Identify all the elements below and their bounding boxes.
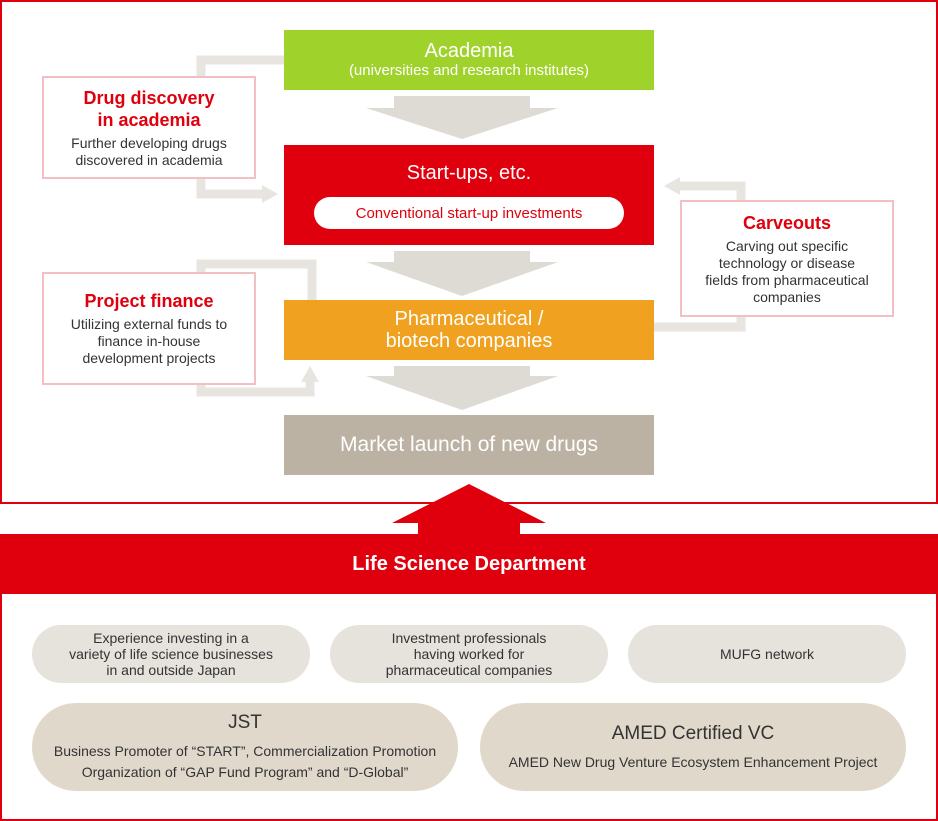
project-finance-desc: Utilizing external funds to finance in-h…	[71, 316, 227, 367]
carveouts-desc-line4: companies	[753, 288, 821, 305]
carveouts-desc-line3: fields from pharmaceutical	[705, 271, 869, 288]
strength-2-line1: Investment professionals	[391, 630, 547, 646]
drug-discovery-title-line1: Drug discovery	[83, 87, 215, 108]
carveouts-box: Carveouts Carving out specific technolog…	[680, 200, 894, 317]
academia-stage: Academia (universities and research inst…	[284, 30, 654, 90]
jst-desc-line2: Organization of “GAP Fund Program” and “…	[81, 764, 409, 780]
startups-stage: Start-ups, etc. Conventional start-up in…	[284, 145, 654, 245]
project-finance-title: Project finance	[84, 291, 214, 311]
amed-desc: AMED New Drug Venture Ecosystem Enhancem…	[508, 753, 878, 770]
down-arrow-pharma-market	[366, 366, 558, 410]
department-title: Life Science Department	[352, 552, 586, 575]
jst-title: JST	[228, 712, 262, 733]
drug-discovery-box: Drug discovery in academia Further devel…	[42, 76, 256, 179]
department-frame	[0, 534, 938, 821]
academia-subtitle: (universities and research institutes)	[348, 62, 590, 79]
project-finance-desc-line2: finance in-house	[97, 333, 201, 349]
strength-oval-experience: Experience investing in a variety of lif…	[32, 625, 310, 683]
project-finance-box: Project finance Utilizing external funds…	[42, 272, 256, 385]
market-launch-stage: Market launch of new drugs	[284, 415, 654, 475]
down-arrow-academia-startups	[366, 96, 558, 139]
project-finance-arrowhead	[301, 366, 319, 382]
drug-discovery-desc-line1: Further developing drugs	[71, 134, 227, 151]
drug-discovery-desc: Further developing drugs discovered in a…	[71, 135, 227, 169]
jst-oval: JST Business Promoter of “START”, Commer…	[32, 703, 458, 791]
drug-discovery-desc-line2: discovered in academia	[75, 151, 223, 168]
drug-discovery-title-line2: in academia	[97, 109, 201, 130]
down-arrow-startups-pharma	[366, 251, 558, 296]
strength-oval-professionals: Investment professionals having worked f…	[330, 625, 608, 683]
carveouts-desc-line2: technology or disease	[718, 254, 856, 271]
carveouts-arrowhead	[664, 177, 680, 195]
drug-discovery-arrowhead	[262, 185, 278, 203]
strength-1-line2: variety of life science businesses	[69, 646, 273, 662]
academia-title: Academia	[424, 40, 514, 62]
pharma-stage: Pharmaceutical / biotech companies	[284, 300, 654, 360]
jst-desc-line1: Business Promoter of “START”, Commercial…	[53, 743, 437, 759]
pharma-title-line2: biotech companies	[385, 330, 553, 352]
carveouts-desc: Carving out specific technology or disea…	[705, 238, 868, 306]
market-launch-title: Market launch of new drugs	[340, 433, 598, 456]
strength-3-line1: MUFG network	[719, 646, 815, 662]
carveouts-title: Carveouts	[742, 212, 832, 233]
amed-oval: AMED Certified VC AMED New Drug Venture …	[480, 703, 906, 791]
support-up-arrow	[392, 484, 546, 536]
life-science-department-bar: Life Science Department	[0, 534, 938, 594]
project-finance-desc-line3: development projects	[82, 350, 216, 366]
pharma-title-line1: Pharmaceutical /	[394, 308, 544, 330]
conventional-investments-pill: Conventional start-up investments	[314, 197, 624, 229]
strength-1-line1: Experience investing in a	[93, 630, 249, 646]
project-finance-desc-line1: Utilizing external funds to	[70, 316, 228, 332]
amed-title: AMED Certified VC	[611, 722, 775, 744]
strength-2-line2: having worked for	[413, 646, 525, 662]
strength-1-line3: in and outside Japan	[106, 662, 236, 678]
strength-oval-mufg: MUFG network	[628, 625, 906, 683]
strength-2-line3: pharmaceutical companies	[385, 662, 553, 678]
carveouts-desc-line1: Carving out specific	[725, 237, 849, 254]
startups-title: Start-ups, etc.	[406, 162, 532, 184]
